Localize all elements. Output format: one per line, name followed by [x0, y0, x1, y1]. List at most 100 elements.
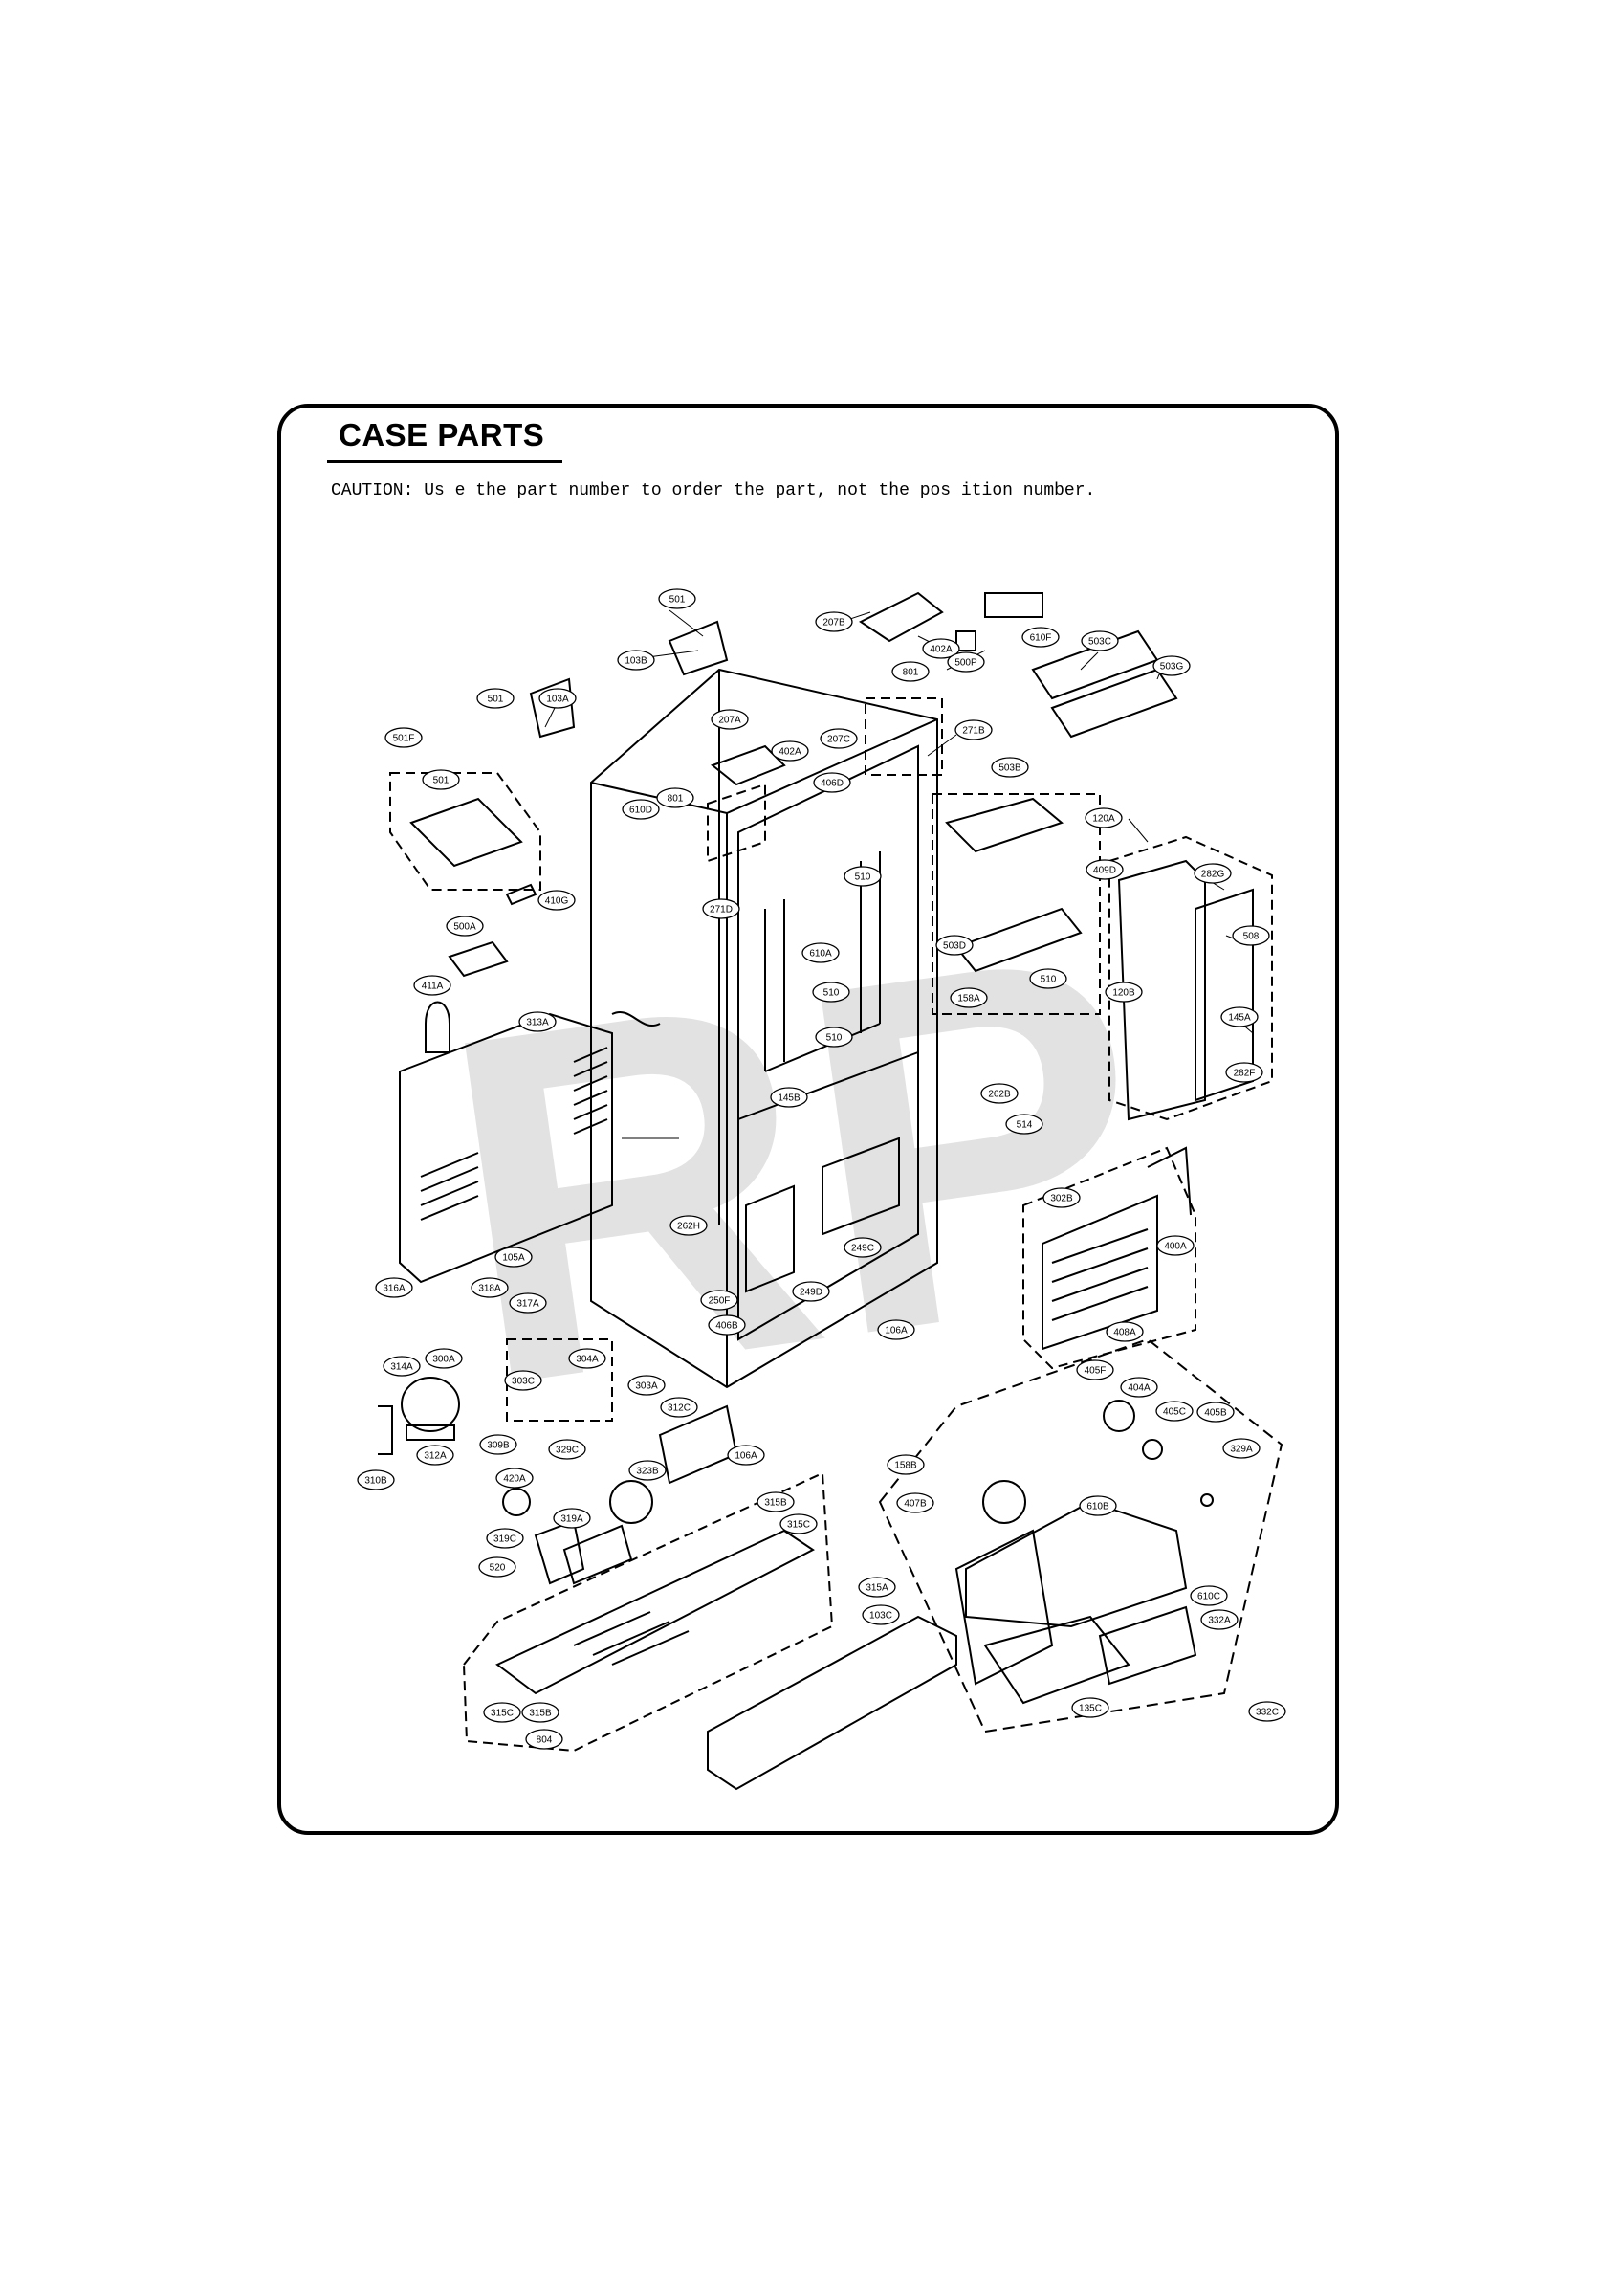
svg-text:158A: 158A [957, 994, 980, 1004]
svg-text:145B: 145B [778, 1093, 801, 1104]
svg-text:501: 501 [488, 695, 504, 705]
svg-text:510: 510 [823, 988, 840, 999]
svg-text:410G: 410G [545, 896, 569, 907]
svg-text:501: 501 [669, 595, 686, 606]
callout-329a: 329A [1222, 1438, 1261, 1459]
svg-text:309B: 309B [487, 1441, 510, 1451]
svg-text:510: 510 [826, 1033, 843, 1044]
callout-405f: 405F [1076, 1359, 1114, 1380]
callout-309b: 309B [479, 1434, 517, 1455]
svg-text:315B: 315B [764, 1498, 787, 1509]
svg-text:249C: 249C [851, 1244, 874, 1254]
svg-text:514: 514 [1017, 1120, 1033, 1131]
callout-249c: 249C [844, 1237, 882, 1258]
svg-text:500A: 500A [453, 922, 476, 933]
svg-text:207B: 207B [822, 618, 845, 629]
callout-420a: 420A [495, 1468, 534, 1489]
svg-text:801: 801 [903, 668, 919, 678]
callout-315b: 315B [757, 1491, 795, 1512]
svg-text:323B: 323B [636, 1467, 659, 1477]
callout-158b: 158B [887, 1454, 925, 1475]
callout-319a: 319A [553, 1508, 591, 1529]
callout-135c: 135C [1071, 1697, 1109, 1718]
callout-510: 510 [844, 866, 882, 887]
svg-text:420A: 420A [503, 1474, 526, 1485]
callout-302b: 302B [1042, 1187, 1081, 1208]
callout-262h: 262H [669, 1215, 708, 1236]
svg-text:406D: 406D [821, 779, 844, 789]
svg-text:407B: 407B [904, 1499, 927, 1510]
case-parts-frame [277, 404, 1339, 1835]
svg-text:271D: 271D [710, 905, 733, 916]
callout-503b: 503B [991, 757, 1029, 778]
compressor [401, 1377, 460, 1432]
callout-145b: 145B [770, 1087, 808, 1108]
callout-329c: 329C [548, 1439, 586, 1460]
callout-411a: 411A [413, 975, 451, 996]
callout-103a: 103A [538, 688, 577, 709]
callout-610a: 610A [801, 942, 840, 963]
svg-text:319C: 319C [493, 1534, 516, 1545]
svg-text:404A: 404A [1128, 1383, 1151, 1394]
svg-text:503B: 503B [998, 763, 1021, 774]
title-underline [327, 460, 562, 463]
svg-text:282G: 282G [1201, 870, 1225, 880]
callout-405c: 405C [1155, 1401, 1194, 1422]
left-dashed-group [389, 772, 541, 891]
callout-501: 501 [658, 588, 696, 609]
callout-315c: 315C [779, 1513, 818, 1534]
svg-text:207C: 207C [827, 735, 850, 745]
callout-120a: 120A [1085, 807, 1123, 828]
svg-text:302B: 302B [1050, 1194, 1073, 1204]
callout-313a: 313A [518, 1011, 557, 1032]
callout-503d: 503D [935, 935, 974, 956]
svg-text:315B: 315B [529, 1709, 552, 1719]
callout-282f: 282F [1225, 1062, 1263, 1083]
callout-319c: 319C [486, 1528, 524, 1549]
callout-250f: 250F [700, 1290, 738, 1311]
svg-text:315A: 315A [866, 1583, 888, 1594]
svg-text:510: 510 [855, 872, 871, 883]
callout-500a: 500A [446, 916, 484, 937]
callout-316a: 316A [375, 1277, 413, 1298]
svg-text:106A: 106A [885, 1326, 908, 1336]
callout-503g: 503G [1152, 655, 1191, 676]
svg-text:316A: 316A [383, 1284, 406, 1294]
light-cover-dashed [932, 793, 1101, 1015]
svg-text:405C: 405C [1163, 1407, 1186, 1418]
callout-315c: 315C [483, 1702, 521, 1723]
svg-text:503C: 503C [1088, 637, 1111, 648]
svg-text:510: 510 [1041, 975, 1057, 985]
duct-dashed-group [1108, 835, 1273, 1121]
callout-407b: 407B [896, 1492, 934, 1513]
svg-text:103C: 103C [869, 1611, 892, 1622]
callout-106a: 106A [877, 1319, 915, 1340]
svg-text:610B: 610B [1086, 1502, 1109, 1512]
callout-501f: 501F [384, 727, 423, 748]
svg-text:207A: 207A [718, 716, 741, 726]
svg-text:120B: 120B [1112, 988, 1135, 999]
callout-402a: 402A [922, 638, 960, 659]
callout-282g: 282G [1194, 863, 1232, 884]
svg-text:310B: 310B [364, 1476, 387, 1487]
svg-text:303A: 303A [635, 1381, 658, 1392]
callout-310b: 310B [357, 1469, 395, 1490]
callout-145a: 145A [1220, 1006, 1259, 1027]
svg-text:271B: 271B [962, 726, 985, 737]
svg-text:610F: 610F [1030, 633, 1052, 644]
base-plate-dashed [462, 1471, 834, 1753]
callout-304a: 304A [568, 1348, 606, 1369]
callout-510: 510 [1029, 968, 1067, 989]
callout-317a: 317A [509, 1292, 547, 1314]
callout-103b: 103B [617, 650, 655, 671]
top-hinge-right [865, 697, 943, 776]
svg-text:312C: 312C [668, 1403, 691, 1414]
svg-text:250F: 250F [709, 1296, 731, 1307]
callout-501: 501 [422, 769, 460, 790]
svg-text:801: 801 [668, 794, 684, 805]
callout-610c: 610C [1190, 1585, 1228, 1606]
callout-314a: 314A [383, 1356, 421, 1377]
page-title: CASE PARTS [339, 417, 545, 453]
